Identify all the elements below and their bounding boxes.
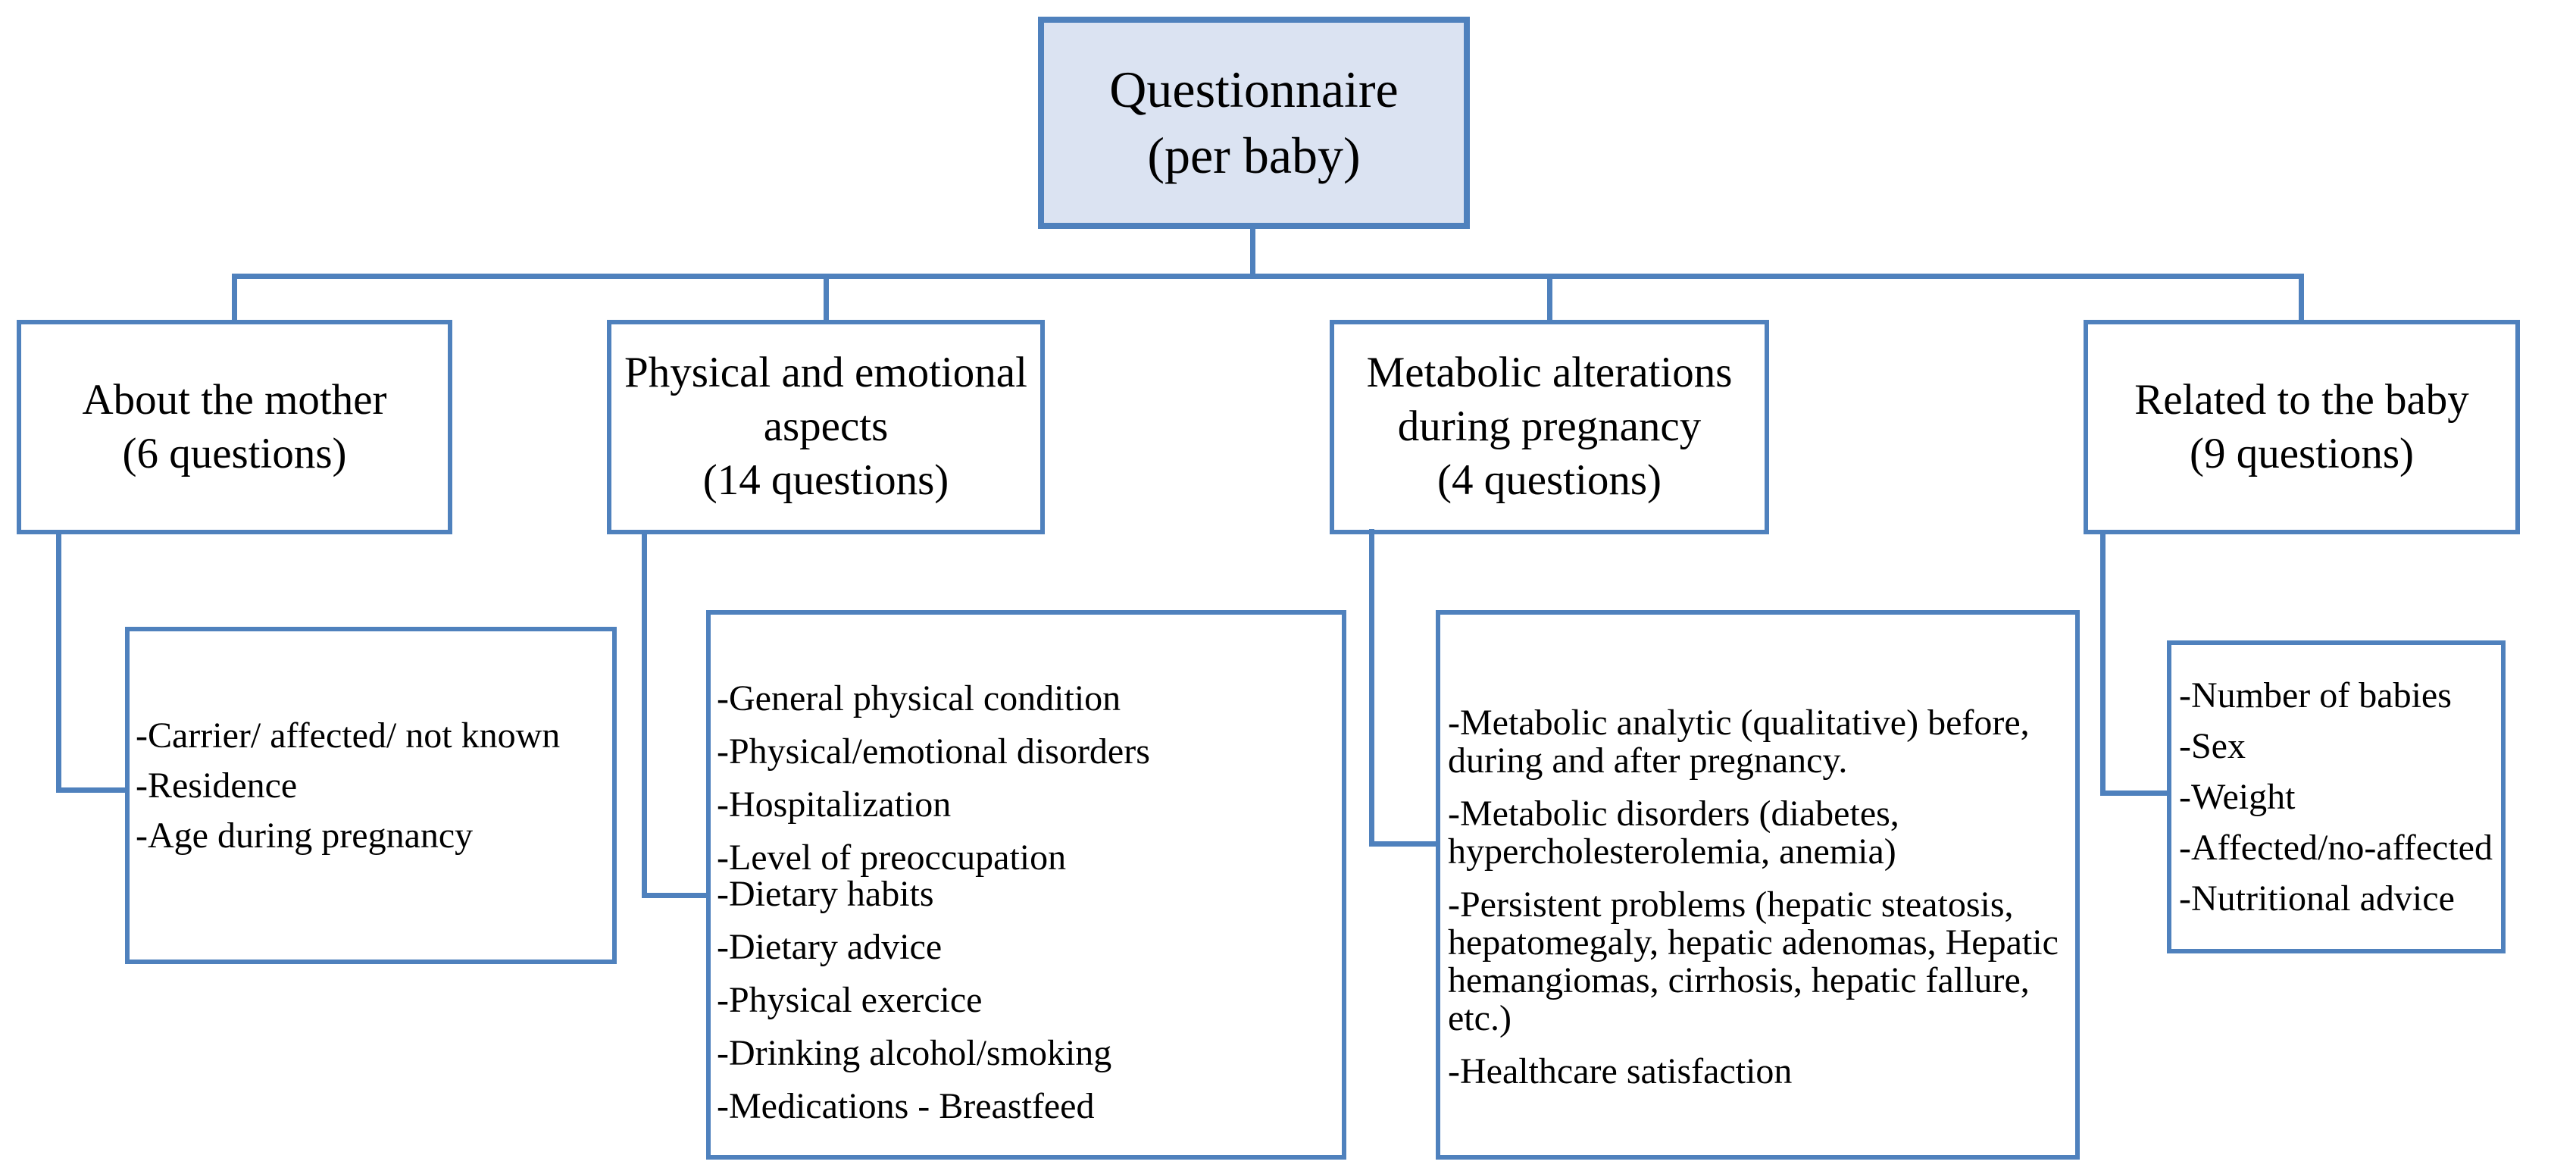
list-item: -Physical/emotional disorders [717,731,1150,772]
branch-label-about-the-mother: About the mother (6 questions) [82,375,387,477]
list-item: -Age during pregnancy [136,816,474,856]
list-item: -Sex [2179,726,2246,766]
branch-node-related-to-baby: Related to the baby (9 questions) [2084,320,2520,534]
list-item: -Residence [136,765,298,806]
connector-metabolic-vertical [1369,529,1374,847]
list-item: -Hospitalization [717,784,952,825]
list-item: -Number of babies [2179,675,2452,715]
root-node-questionnaire: Questionnaire (per baby) [1038,17,1470,229]
connector-trunk [232,274,2304,279]
branch-node-physical-emotional: Physical and emotional aspects (14 quest… [607,320,1045,534]
branch-label-metabolic-alterations: Metabolic alterations during pregnancy (… [1366,349,1733,504]
list-item: -Persistent problems (hepatic steatosis,… [1448,884,2059,1038]
connector-physical-vertical [642,534,647,898]
connector-mother-elbow [56,787,128,793]
connector-baby-elbow [2100,790,2170,796]
branch-node-about-the-mother: About the mother (6 questions) [17,320,452,534]
root-node-label: Questionnaire (per baby) [1109,60,1399,184]
branch-label-related-to-baby: Related to the baby (9 questions) [2134,375,2469,477]
connector-metabolic-elbow [1369,841,1439,847]
detail-box-mother-items: -Carrier/ affected/ not known -Residence… [125,627,617,964]
list-item: -Nutritional advice [2179,878,2455,919]
connector-baby-vertical [2100,534,2106,796]
list-item: -Affected/no-affected [2179,828,2493,868]
detail-box-physical-items: -General physical condition -Physical/em… [706,610,1346,1160]
detail-box-metabolic-items: -Metabolic analytic (qualitative) before… [1436,610,2080,1160]
connector-drop-physical [824,279,829,320]
list-item: -Dietary habits [717,874,934,914]
connector-mother-vertical [56,534,61,793]
list-item: -Carrier/ affected/ not known [136,715,561,756]
detail-box-baby-items: -Number of babies -Sex -Weight -Affected… [2167,640,2506,953]
connector-drop-baby [2299,279,2304,320]
list-item: -General physical condition [717,678,1121,718]
list-item: -Drinking alcohol/smoking [717,1033,1112,1073]
list-item: -Metabolic analytic (qualitative) before… [1448,703,2030,781]
connector-root-stub [1250,229,1255,274]
list-item: -Physical exercice [717,980,983,1020]
list-item: -Medications - Breastfeed [717,1086,1095,1126]
connector-physical-elbow [642,893,709,898]
list-item: -Dietary advice [717,927,943,967]
list-item: -Healthcare satisfaction [1448,1051,1793,1091]
branch-node-metabolic-alterations: Metabolic alterations during pregnancy (… [1330,320,1769,534]
connector-drop-mother [232,279,237,320]
connector-drop-metabolic [1547,279,1552,320]
list-item: -Level of preoccupation [717,837,1067,878]
branch-label-physical-emotional: Physical and emotional aspects (14 quest… [624,349,1027,504]
list-item: -Weight [2179,777,2296,817]
list-item: -Metabolic disorders (diabetes, hypercho… [1448,794,1899,872]
